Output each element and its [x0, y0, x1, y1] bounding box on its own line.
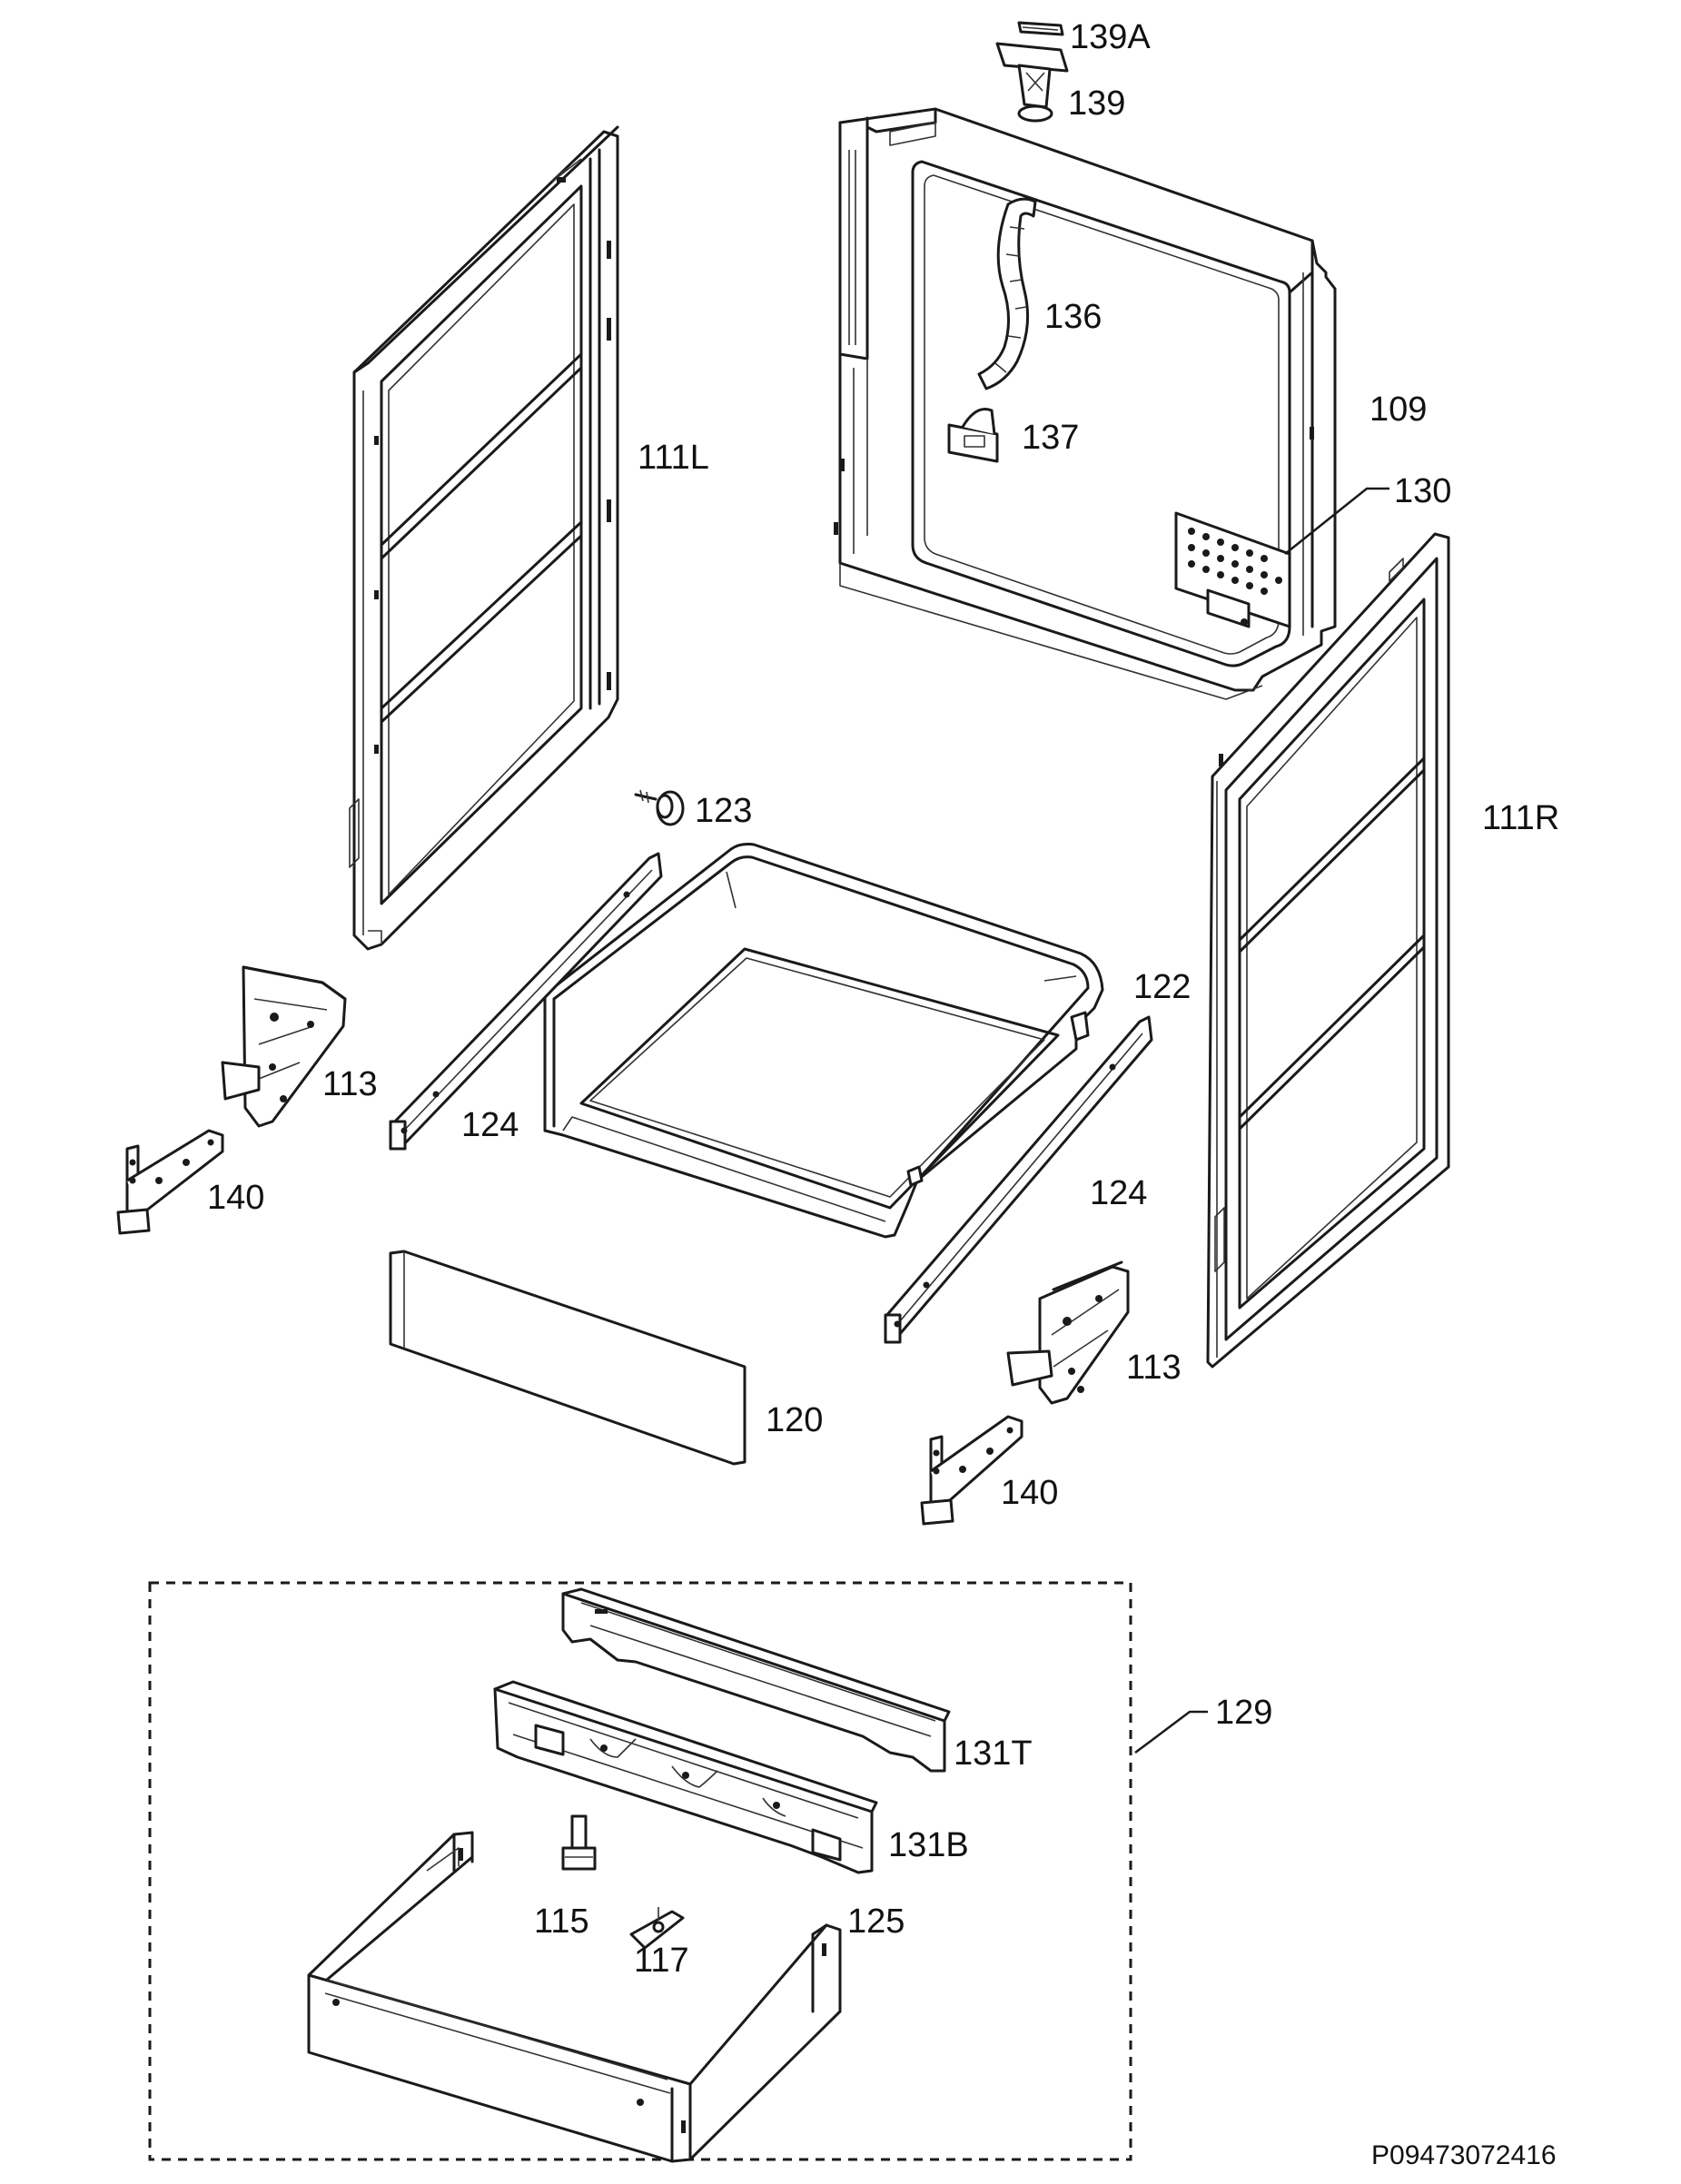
callout-130: 130 — [1394, 472, 1452, 510]
callout-109: 109 — [1370, 390, 1428, 429]
leader-130 — [1284, 487, 1389, 555]
part-124-left-rail — [389, 852, 663, 1151]
group-129-outline — [148, 1581, 1132, 2161]
callout-136: 136 — [1044, 298, 1103, 336]
callout-115: 115 — [534, 1902, 589, 1941]
part-131t-top-rail — [561, 1587, 951, 1773]
part-117-clip — [629, 1907, 685, 1950]
drawing-code: P09473072416 — [1371, 2140, 1557, 2170]
part-115-foot — [561, 1814, 597, 1871]
part-131b-bottom-rail — [493, 1680, 878, 1874]
callout-111r: 111R — [1482, 799, 1560, 837]
callout-129: 129 — [1215, 1694, 1273, 1732]
part-122-drawer-tray — [543, 843, 1104, 1239]
part-139-vent-adapter — [995, 42, 1069, 123]
part-113-right-hinge — [1006, 1260, 1130, 1405]
callout-139: 139 — [1068, 84, 1126, 123]
part-111r-right-panel — [1206, 532, 1450, 1369]
part-124-right-rail — [884, 1015, 1153, 1344]
callout-140-left: 140 — [207, 1179, 265, 1217]
part-140-left-bracket — [116, 1129, 224, 1235]
part-125-base-frame — [307, 1831, 842, 2163]
callout-140-right: 140 — [1001, 1474, 1059, 1512]
part-113-left-hinge — [221, 965, 347, 1128]
callout-124-right: 124 — [1090, 1174, 1148, 1212]
callout-117: 117 — [634, 1942, 689, 1980]
callout-131b: 131B — [888, 1826, 969, 1864]
part-120-front-panel — [389, 1250, 747, 1466]
callout-113-left: 113 — [322, 1065, 378, 1103]
part-140-right-bracket — [920, 1415, 1023, 1526]
part-111l-left-panel — [349, 125, 619, 951]
callout-123: 123 — [695, 792, 753, 830]
callout-124-left: 124 — [461, 1106, 519, 1144]
part-123-knob — [634, 789, 685, 826]
callout-122: 122 — [1133, 968, 1192, 1006]
part-136-hose — [977, 197, 1037, 390]
callout-111l: 111L — [638, 439, 709, 477]
part-109-back-panel — [834, 107, 1337, 700]
callout-113-right: 113 — [1126, 1349, 1182, 1387]
callout-139a: 139A — [1070, 18, 1151, 56]
callout-137: 137 — [1022, 419, 1080, 457]
part-137-plate — [947, 408, 999, 463]
part-130-grille — [1174, 511, 1291, 628]
callout-125: 125 — [847, 1902, 905, 1941]
callout-131t: 131T — [954, 1734, 1033, 1773]
callout-120: 120 — [766, 1401, 824, 1439]
leader-129 — [1134, 1710, 1208, 1754]
part-139a-cap — [1017, 21, 1064, 36]
